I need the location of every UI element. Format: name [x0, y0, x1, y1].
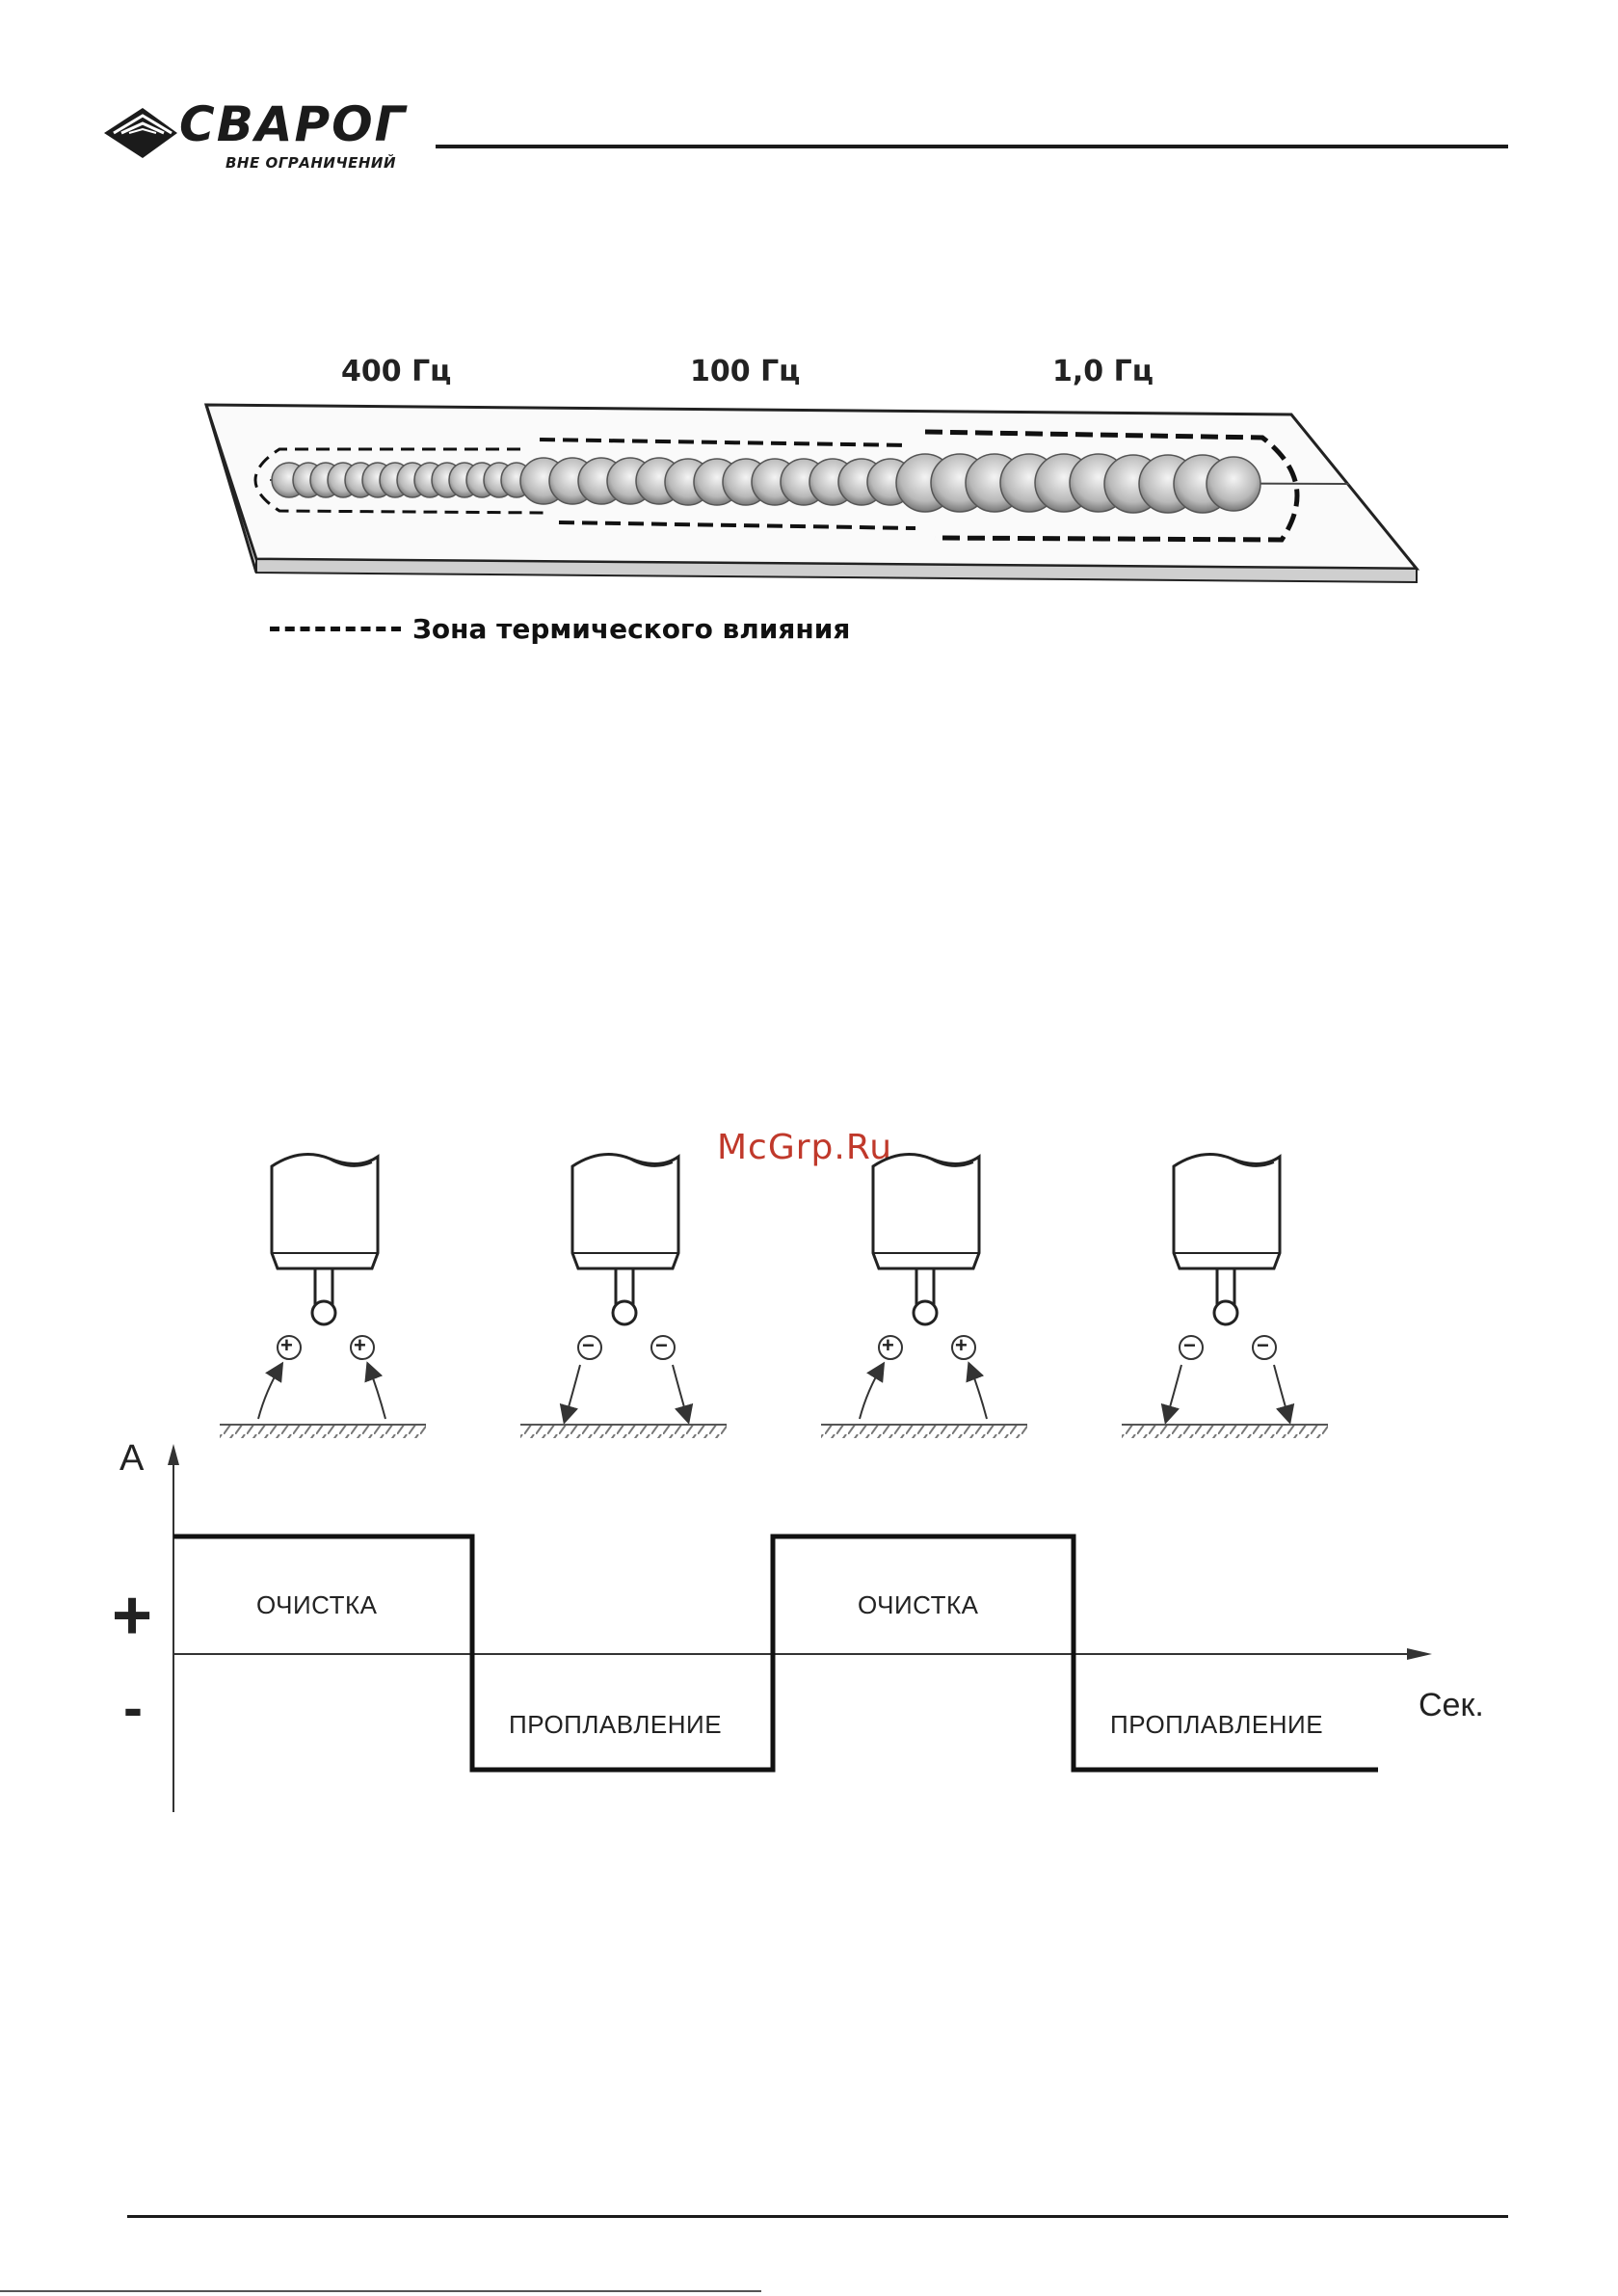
polarity-symbol-1b: + — [354, 1333, 366, 1358]
phase-label-3: ОЧИСТКА — [858, 1590, 978, 1620]
workpiece-4 — [1122, 1425, 1328, 1438]
brand-name: СВАРОГ — [179, 100, 408, 148]
arrow-1a — [258, 1365, 281, 1419]
polarity-symbol-1a: + — [280, 1333, 293, 1358]
workpiece-2 — [520, 1425, 727, 1438]
logo-mark-icon — [104, 104, 181, 162]
y-axis-label: A — [119, 1438, 144, 1480]
y-axis-arrow — [168, 1444, 179, 1465]
positive-sign: + — [112, 1581, 152, 1650]
brand-tagline: ВНЕ ОГРАНИЧЕНИЙ — [225, 154, 396, 172]
arrow-2b — [673, 1365, 688, 1421]
header-divider — [436, 145, 1508, 148]
frequency-label-3: 1,0 Гц — [1052, 355, 1154, 388]
workpiece-3 — [821, 1425, 1027, 1438]
arrow-4b — [1274, 1365, 1289, 1421]
arrow-3a — [860, 1365, 883, 1419]
arrow-1b — [368, 1365, 385, 1419]
footer-bottom-line — [0, 2290, 761, 2292]
weld-plate-illustration — [193, 395, 1426, 598]
heat-zone-legend: Зона термического влияния — [270, 613, 850, 645]
torch-1 — [272, 1155, 378, 1325]
negative-sign: - — [123, 1679, 143, 1737]
weld-frequency-figure: 400 Гц 100 Гц 1,0 Гц — [193, 347, 1426, 675]
x-axis-arrow — [1407, 1648, 1432, 1660]
arrow-2a — [565, 1365, 580, 1421]
phase-label-2: ПРОПЛАВЛЕНИЕ — [509, 1710, 722, 1740]
polarity-symbol-4b: − — [1257, 1333, 1269, 1358]
phase-label-1: ОЧИСТКА — [256, 1590, 377, 1620]
arrow-4a — [1166, 1365, 1181, 1421]
legend-text: Зона термического влияния — [412, 613, 850, 645]
arrow-3b — [969, 1365, 987, 1419]
torch-3 — [873, 1155, 979, 1325]
polarity-symbol-2b: − — [655, 1333, 668, 1358]
workpiece-1 — [220, 1425, 426, 1438]
brand-logo: СВАРОГ ВНЕ ОГРАНИЧЕНИЙ — [104, 100, 432, 177]
frequency-label-1: 400 Гц — [341, 355, 451, 388]
polarity-symbol-2a: − — [582, 1333, 595, 1358]
polarity-symbol-3a: + — [882, 1333, 894, 1358]
footer-divider — [127, 2215, 1508, 2218]
x-axis-label: Сек. — [1419, 1687, 1484, 1724]
polarity-symbol-3b: + — [955, 1333, 968, 1358]
phase-label-4: ПРОПЛАВЛЕНИЕ — [1110, 1710, 1323, 1740]
torch-4 — [1174, 1155, 1280, 1325]
frequency-label-2: 100 Гц — [690, 355, 800, 388]
ac-polarity-figure: + + − − + + − − A + - Сек. ОЧИСТКА ПРОПЛ… — [96, 1137, 1523, 1831]
legend-dash-line — [270, 627, 401, 631]
polarity-symbol-4a: − — [1183, 1333, 1196, 1358]
torch-2 — [572, 1155, 678, 1325]
